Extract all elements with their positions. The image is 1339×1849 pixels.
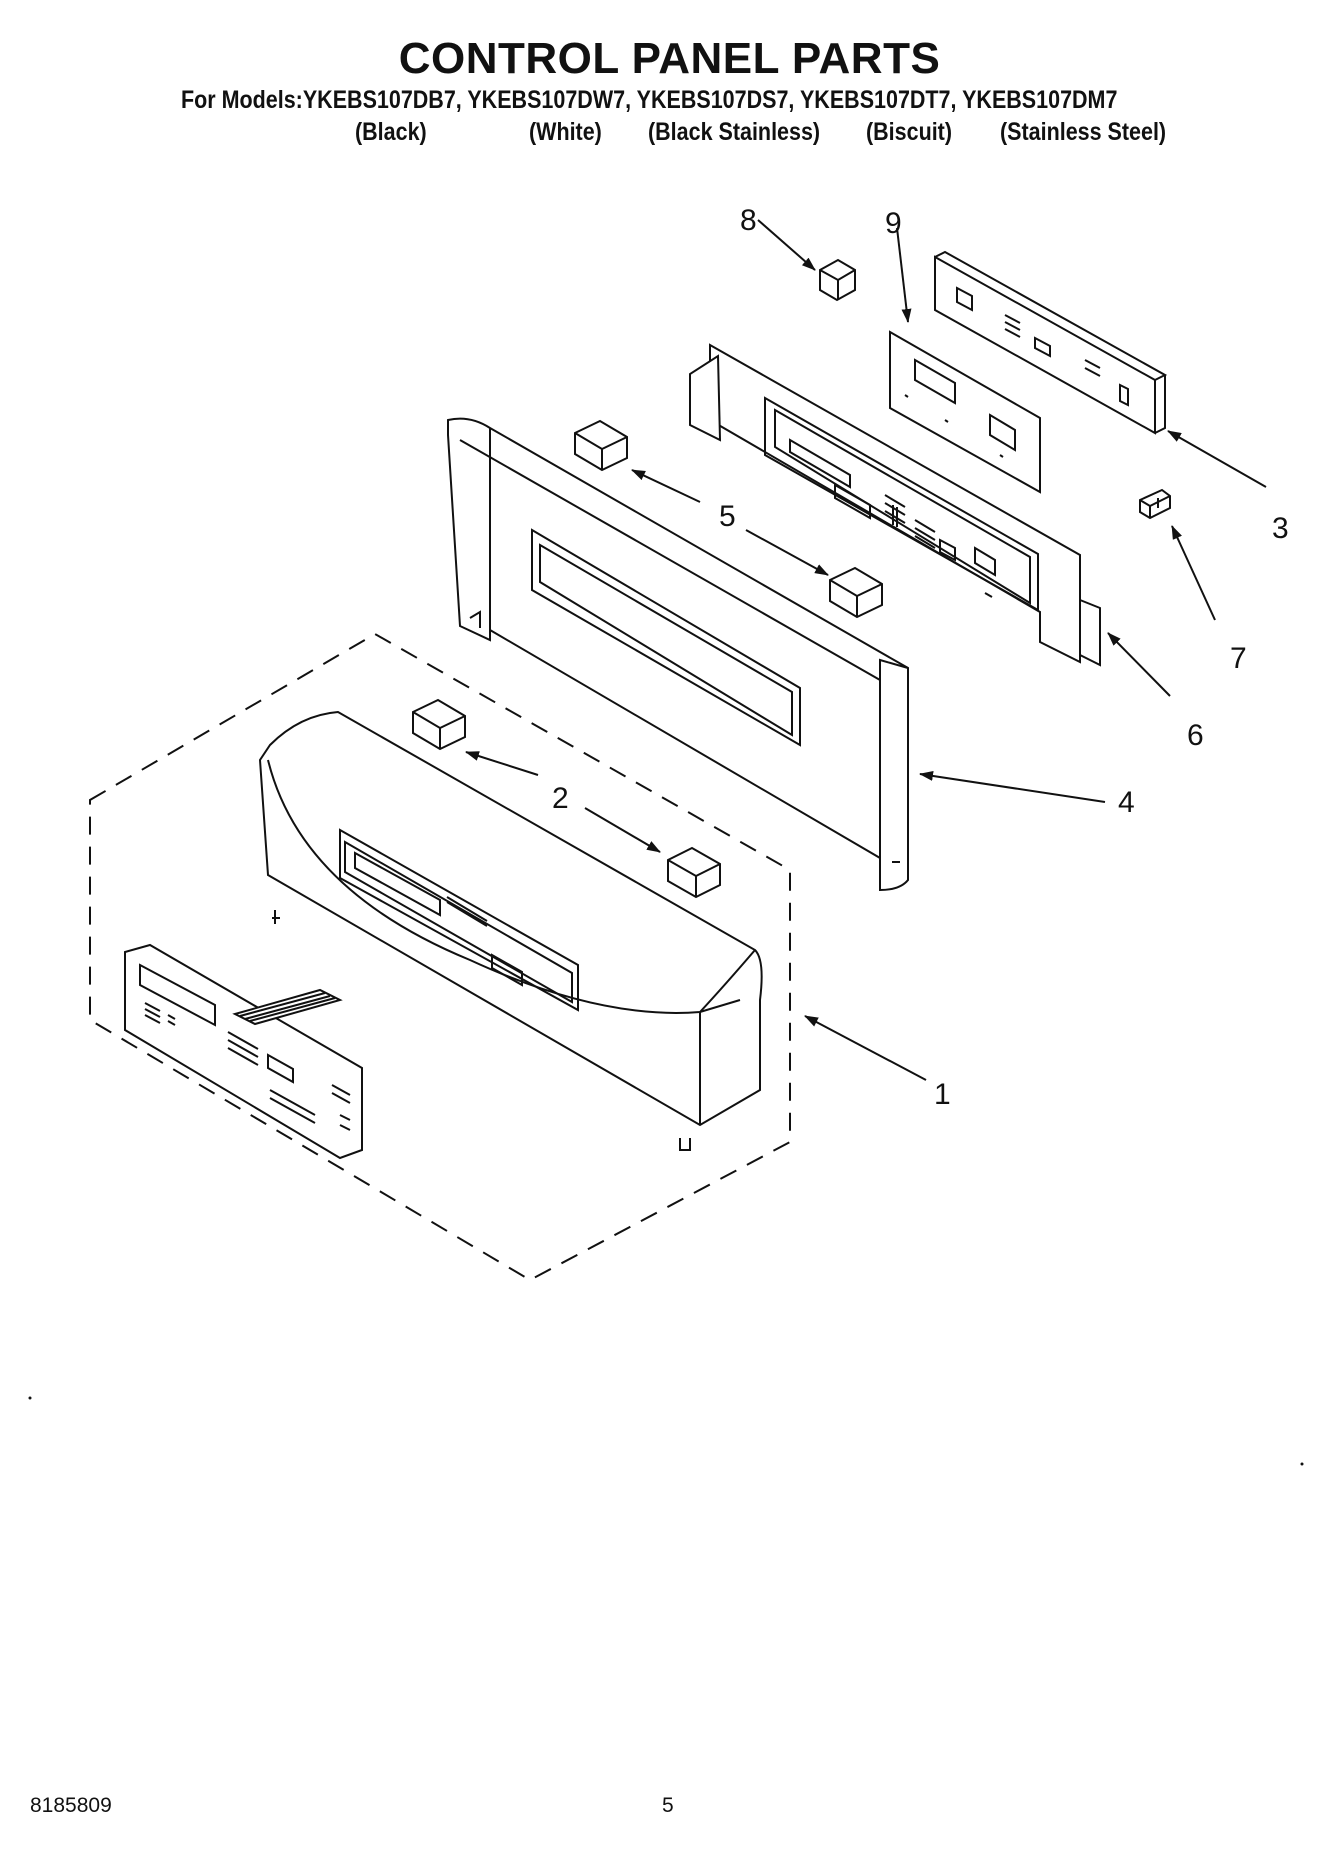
touch-panel-overlay [124, 943, 363, 1160]
callout-1: 1 [934, 1078, 951, 1111]
screw [1139, 488, 1171, 520]
document-number: 8185809 [30, 1794, 112, 1817]
callout-5: 5 [719, 500, 736, 533]
models-line: For Models:YKEBS107DB7, YKEBS107DW7, YKE… [181, 86, 1118, 114]
mounting-plate [889, 330, 1041, 494]
page-title: CONTROL PANEL PARTS [398, 34, 941, 83]
callout-2: 2 [552, 782, 569, 815]
spacer-trim-lower [829, 566, 883, 619]
spacer-upper [412, 698, 466, 751]
control-panel-bracket [689, 343, 1101, 667]
callout-8: 8 [740, 204, 757, 237]
color-black: (Black) [355, 118, 427, 146]
callout-7: 7 [1230, 642, 1247, 675]
color-stainless-steel: (Stainless Steel) [1000, 118, 1167, 146]
control-panel-housing [258, 710, 763, 1151]
trim-frame [447, 417, 909, 892]
spacer-trim-upper [574, 419, 628, 472]
color-biscuit: (Biscuit) [866, 118, 952, 146]
callout-6: 6 [1187, 719, 1204, 752]
scan-speck [28, 1396, 32, 1400]
spacer-lower [667, 846, 721, 899]
color-white: (White) [529, 118, 602, 146]
callout-4: 4 [1118, 786, 1135, 819]
callout-9: 9 [885, 207, 902, 240]
callout-3: 3 [1272, 512, 1289, 545]
standoff [819, 258, 856, 302]
control-circuit-board [934, 250, 1168, 435]
color-black-stainless: (Black Stainless) [648, 118, 821, 146]
page-number: 5 [662, 1794, 674, 1817]
scan-speck [1300, 1462, 1304, 1466]
leader-lines [465, 219, 1267, 1081]
